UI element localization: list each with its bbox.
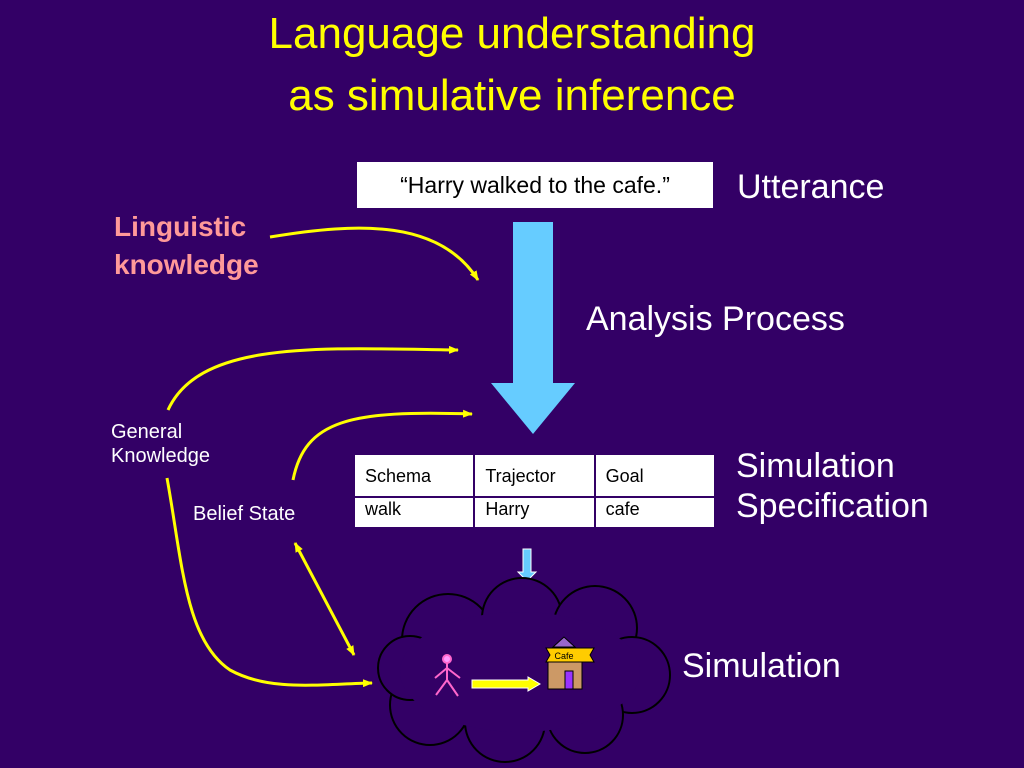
simulation-label: Simulation <box>682 647 841 685</box>
cafe-building-icon <box>545 636 595 690</box>
movement-arrow <box>471 676 541 692</box>
belief-state-connector-top <box>291 409 473 481</box>
general-knowledge-line-1: General <box>111 421 183 443</box>
linguistic-knowledge-line-2: knowledge <box>114 249 259 280</box>
simulation-down-arrow <box>516 548 538 582</box>
spec-header-row: Schema Trajector Goal <box>352 452 717 499</box>
walking-person-icon <box>434 654 461 697</box>
spec-value-row: walk Harry cafe <box>352 496 717 529</box>
spec-value-goal: cafe <box>593 496 717 529</box>
linguistic-knowledge-label: Linguistic knowledge <box>114 208 259 284</box>
linguistic-knowledge-connector <box>269 226 480 281</box>
simulation-specification-line-1: Simulation <box>736 447 895 485</box>
belief-state-connector-bottom <box>293 542 356 656</box>
general-knowledge-connector-top <box>166 345 459 411</box>
linguistic-knowledge-line-1: Linguistic <box>114 211 247 242</box>
belief-state-label: Belief State <box>193 503 296 525</box>
title-line-2: as simulative inference <box>288 71 736 120</box>
cafe-sign-label: Cafe <box>554 651 574 661</box>
simulation-specification-label: Simulation Specification <box>736 446 929 526</box>
simulation-specification-line-2: Specification <box>736 487 929 525</box>
utterance-label: Utterance <box>737 168 885 206</box>
simulation-cloud <box>377 577 671 763</box>
spec-value-schema: walk <box>352 496 476 529</box>
general-knowledge-label: General Knowledge <box>111 420 210 468</box>
title-line-1: Language understanding <box>268 9 756 58</box>
spec-header-goal: Goal <box>593 452 717 499</box>
utterance-box: “Harry walked to the cafe.” <box>357 162 713 208</box>
general-knowledge-line-2: Knowledge <box>111 445 210 467</box>
general-knowledge-connector-bottom <box>165 477 373 688</box>
spec-header-trajector: Trajector <box>473 452 596 499</box>
spec-header-schema: Schema <box>352 452 476 499</box>
simulation-spec-table: Schema Trajector Goal walk Harry cafe <box>352 452 717 529</box>
analysis-process-label: Analysis Process <box>586 300 845 338</box>
analysis-process-arrow <box>491 222 575 434</box>
spec-value-trajector: Harry <box>473 496 596 529</box>
